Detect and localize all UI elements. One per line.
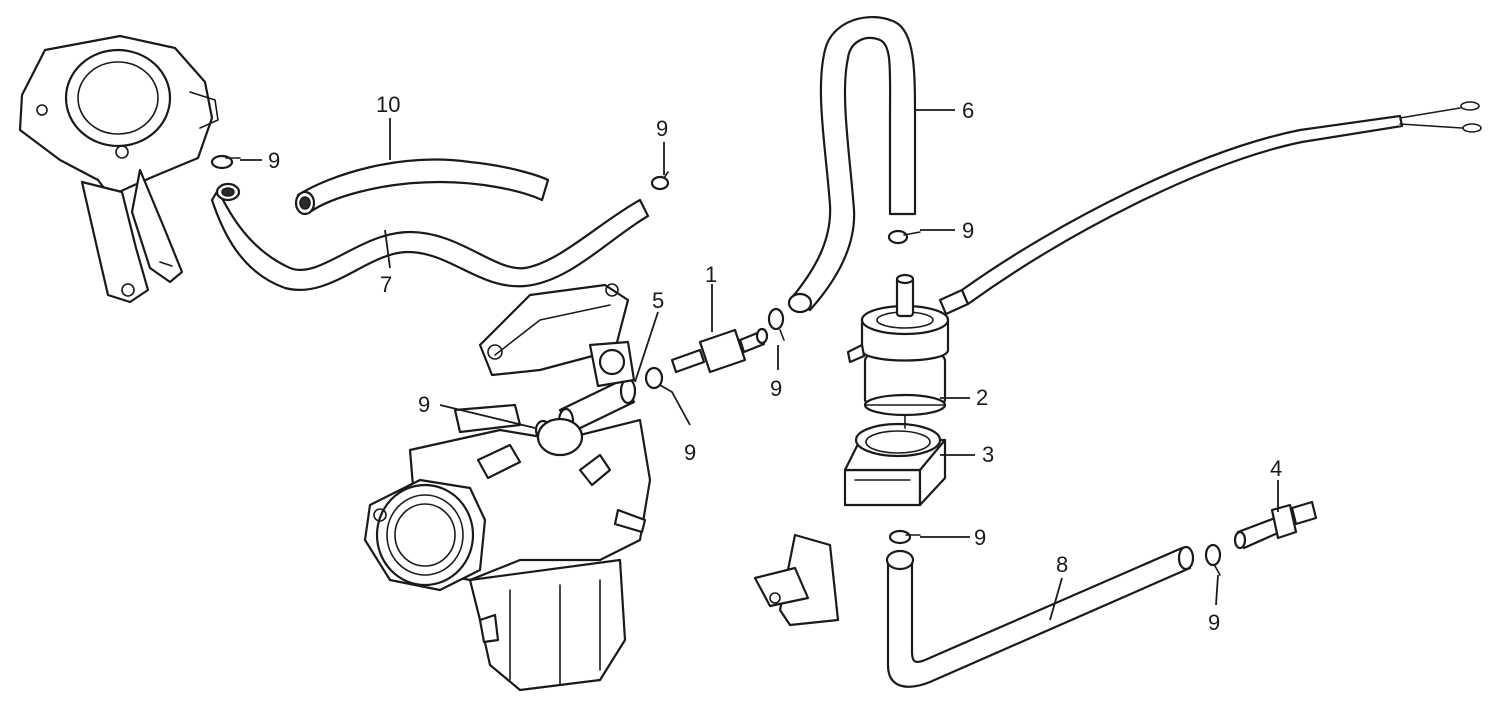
- hose-clip: [767, 307, 785, 341]
- callout-9: 9: [268, 148, 280, 173]
- callout-9: 9: [684, 440, 696, 465]
- fuel-filter-2: [846, 273, 970, 417]
- filter-wire-leads: [960, 101, 1482, 306]
- callout-4: 4: [1270, 456, 1282, 481]
- hose-clip: [650, 171, 670, 191]
- callout-8: 8: [1056, 552, 1068, 577]
- hose-clip: [644, 366, 673, 393]
- callout-9: 9: [418, 392, 430, 417]
- callout-9: 9: [1208, 610, 1220, 635]
- fuel-cap-bracket: [18, 34, 219, 304]
- mounting-bracket: [753, 533, 840, 627]
- callout-1: 1: [705, 262, 717, 287]
- hose-clip: [210, 154, 241, 170]
- callout-6: 6: [962, 98, 974, 123]
- fuel-hose-6: [787, 15, 917, 314]
- callout-9: 9: [656, 116, 668, 141]
- callout-5: 5: [652, 288, 664, 313]
- callout-9: 9: [962, 218, 974, 243]
- fuel-hose-10: [294, 158, 550, 216]
- fuel-joint-1: [670, 327, 769, 374]
- fuel-hose-8: [885, 545, 1195, 688]
- hose-fitting-4: [1233, 500, 1318, 550]
- carburetor: [363, 283, 652, 692]
- callout-7: 7: [380, 272, 392, 297]
- callout-10: 10: [376, 92, 400, 117]
- callout-2: 2: [976, 385, 988, 410]
- fuel-hose-7: [210, 182, 650, 291]
- callout-9: 9: [770, 376, 782, 401]
- callout-leaders: [240, 109, 1279, 621]
- hose-clip: [888, 529, 921, 545]
- callout-3: 3: [982, 442, 994, 467]
- hose-clip: [887, 229, 921, 245]
- callout-9: 9: [974, 525, 986, 550]
- filter-holder-3: [843, 415, 947, 507]
- hose-clip: [1204, 543, 1222, 576]
